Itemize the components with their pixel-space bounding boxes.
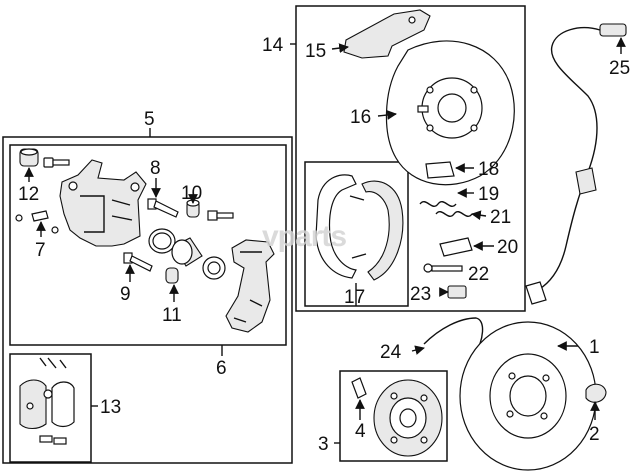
brake-hose — [423, 317, 484, 357]
caliper-group-outer-box — [2, 136, 293, 464]
callout-6: 6 — [216, 358, 227, 379]
abs-sensor-wire — [525, 23, 627, 305]
callout-8: 8 — [150, 158, 161, 179]
brake-pad-kit-box — [9, 353, 92, 463]
callout-17: 17 — [344, 287, 365, 308]
callout-1: 1 — [589, 337, 600, 358]
callout-24: 24 — [380, 342, 402, 363]
callout-9: 9 — [120, 284, 131, 305]
callout-18: 18 — [478, 159, 499, 180]
callout-11: 11 — [162, 305, 182, 326]
parking-brake-box — [295, 5, 526, 312]
hub-assembly-box — [339, 370, 448, 462]
callout-12: 12 — [18, 184, 39, 205]
callout-13: 13 — [100, 397, 121, 418]
caliper-parts — [15, 148, 275, 333]
callout-16: 16 — [350, 107, 371, 128]
callout-4: 4 — [355, 421, 366, 442]
brake-shoes — [315, 174, 404, 281]
caliper-assembly-box — [9, 144, 287, 346]
parking-hardware — [419, 161, 473, 299]
callout-15: 15 — [305, 41, 326, 62]
callout-20: 20 — [497, 237, 518, 258]
callout-25: 25 — [609, 58, 630, 79]
leader-lines — [24, 37, 626, 444]
brake-pad-kit — [19, 357, 75, 445]
callout-14: 14 — [262, 35, 284, 56]
callout-20-label-21: 21 — [490, 207, 511, 228]
parking-bracket — [343, 9, 431, 59]
backing-plate — [385, 40, 515, 186]
callout-23: 23 — [410, 284, 431, 305]
callout-2: 2 — [589, 424, 600, 445]
callout-22: 22 — [468, 264, 489, 285]
watermark-logo: vparts — [262, 220, 346, 253]
brake-rotor — [459, 321, 607, 471]
callout-3: 3 — [318, 434, 329, 455]
callout-19: 19 — [478, 184, 499, 205]
callout-10: 10 — [181, 183, 202, 204]
hub-assembly — [351, 377, 443, 457]
callout-7: 7 — [35, 240, 46, 261]
callout-5: 5 — [144, 109, 155, 130]
